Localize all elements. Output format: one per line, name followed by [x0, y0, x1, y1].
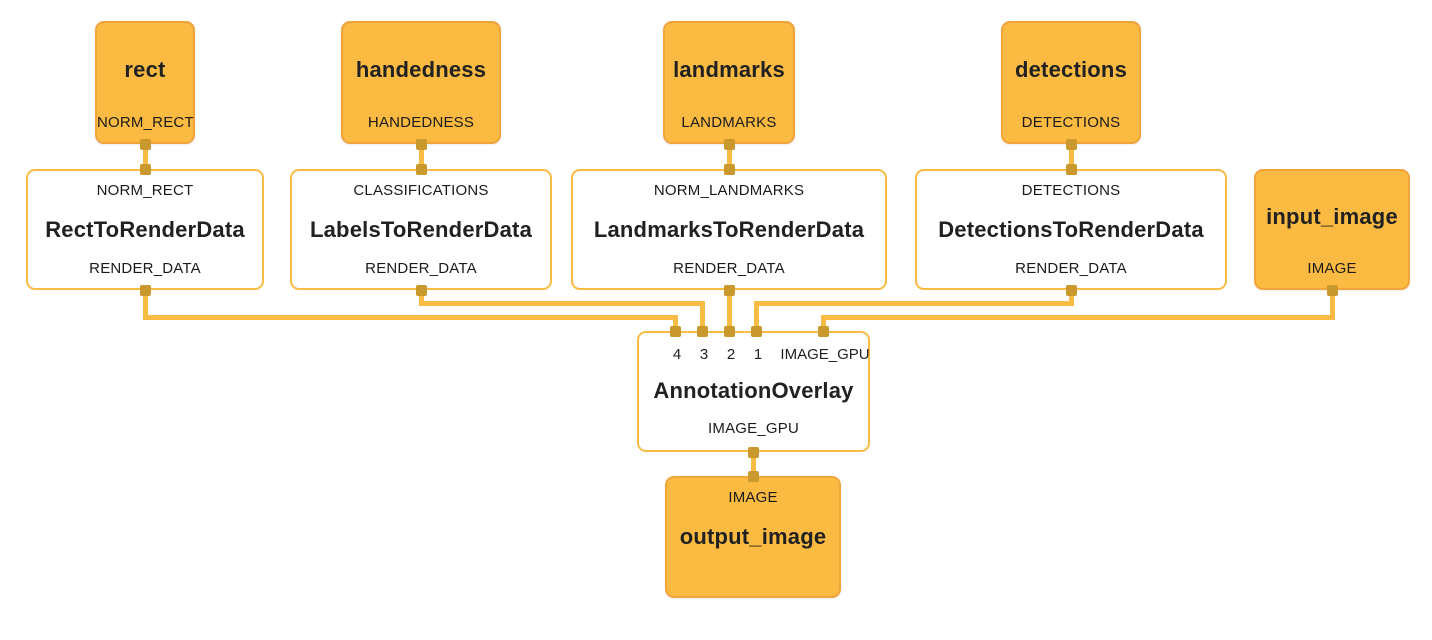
edge-segment — [821, 315, 826, 331]
port — [724, 326, 735, 337]
edge-segment — [419, 144, 424, 169]
node-title: handedness — [355, 56, 487, 82]
output-port-label: DETECTIONS — [1021, 114, 1121, 131]
node-title: RectToRenderData — [45, 216, 245, 242]
node-input-image[interactable]: input_image IMAGE — [1254, 169, 1410, 290]
output-port-label: HANDEDNESS — [367, 114, 475, 131]
port — [724, 285, 735, 296]
node-title: rect — [124, 56, 166, 82]
output-port-label: LANDMARKS — [681, 114, 777, 131]
port — [1066, 164, 1077, 175]
port — [1327, 285, 1338, 296]
edge-segment — [754, 301, 1074, 306]
output-port-label: RENDER_DATA — [89, 260, 201, 277]
edge-segment — [419, 301, 705, 306]
port — [416, 139, 427, 150]
edge-segment — [419, 290, 424, 303]
input-port-label: NORM_LANDMARKS — [653, 182, 805, 199]
port — [416, 164, 427, 175]
port — [697, 326, 708, 337]
port — [416, 285, 427, 296]
port — [1066, 139, 1077, 150]
port — [140, 285, 151, 296]
node-title: landmarks — [673, 56, 785, 82]
node-landmarks[interactable]: landmarks LANDMARKS — [663, 21, 795, 144]
port — [724, 164, 735, 175]
node-handedness[interactable]: handedness HANDEDNESS — [341, 21, 501, 144]
node-title: LandmarksToRenderData — [593, 216, 865, 242]
edge-segment — [821, 315, 1335, 320]
port — [818, 326, 829, 337]
node-detections-to-render-data[interactable]: DETECTIONS DetectionsToRenderData RENDER… — [915, 169, 1227, 290]
edge-segment — [727, 290, 732, 331]
input-port-label: NORM_RECT — [96, 182, 194, 199]
edge-segment — [700, 301, 705, 331]
node-detections[interactable]: detections DETECTIONS — [1001, 21, 1141, 144]
node-title: detections — [1014, 56, 1128, 82]
port — [140, 139, 151, 150]
node-rect-to-render-data[interactable]: NORM_RECT RectToRenderData RENDER_DATA — [26, 169, 264, 290]
port — [140, 164, 151, 175]
port — [1066, 285, 1077, 296]
node-landmarks-to-render-data[interactable]: NORM_LANDMARKS LandmarksToRenderData REN… — [571, 169, 887, 290]
edge-segment — [143, 290, 148, 317]
edge-segment — [143, 315, 678, 320]
node-title: output_image — [679, 524, 827, 549]
output-port-label: IMAGE — [1307, 260, 1357, 277]
input-port-label: DETECTIONS — [1021, 182, 1121, 199]
node-labels-to-render-data[interactable]: CLASSIFICATIONS LabelsToRenderData RENDE… — [290, 169, 552, 290]
port — [724, 139, 735, 150]
port — [748, 471, 759, 482]
input-port-label: IMAGE — [728, 489, 778, 506]
port — [670, 326, 681, 337]
node-output-image[interactable]: IMAGE output_image — [665, 476, 841, 598]
edge-segment — [673, 315, 678, 331]
input-port-label-1: 1 — [753, 346, 763, 363]
input-port-label-4: 4 — [672, 346, 682, 363]
input-port-label: CLASSIFICATIONS — [353, 182, 489, 199]
node-title: LabelsToRenderData — [309, 216, 533, 242]
input-port-label-image-gpu: IMAGE_GPU — [780, 346, 870, 363]
edge-segment — [1069, 290, 1074, 303]
port — [751, 326, 762, 337]
edge-segment — [727, 144, 732, 169]
edge-segment — [1069, 144, 1074, 169]
edge-segment — [1330, 290, 1335, 317]
output-port-label: NORM_RECT — [97, 114, 194, 131]
edge-segment — [751, 452, 756, 476]
output-port-label: IMAGE_GPU — [708, 420, 799, 437]
node-title: input_image — [1266, 203, 1398, 229]
port — [748, 447, 759, 458]
node-title: DetectionsToRenderData — [938, 216, 1204, 242]
edge-segment — [143, 144, 148, 169]
input-port-label-3: 3 — [699, 346, 709, 363]
node-rect[interactable]: rect NORM_RECT — [95, 21, 195, 144]
node-annotation-overlay[interactable]: 4 3 2 1 IMAGE_GPU AnnotationOverlay IMAG… — [637, 331, 870, 452]
output-port-label: RENDER_DATA — [673, 260, 785, 277]
input-port-label-2: 2 — [726, 346, 736, 363]
output-port-label: RENDER_DATA — [365, 260, 477, 277]
edge-segment — [754, 301, 759, 331]
node-title: AnnotationOverlay — [653, 378, 854, 403]
output-port-label: RENDER_DATA — [1015, 260, 1127, 277]
